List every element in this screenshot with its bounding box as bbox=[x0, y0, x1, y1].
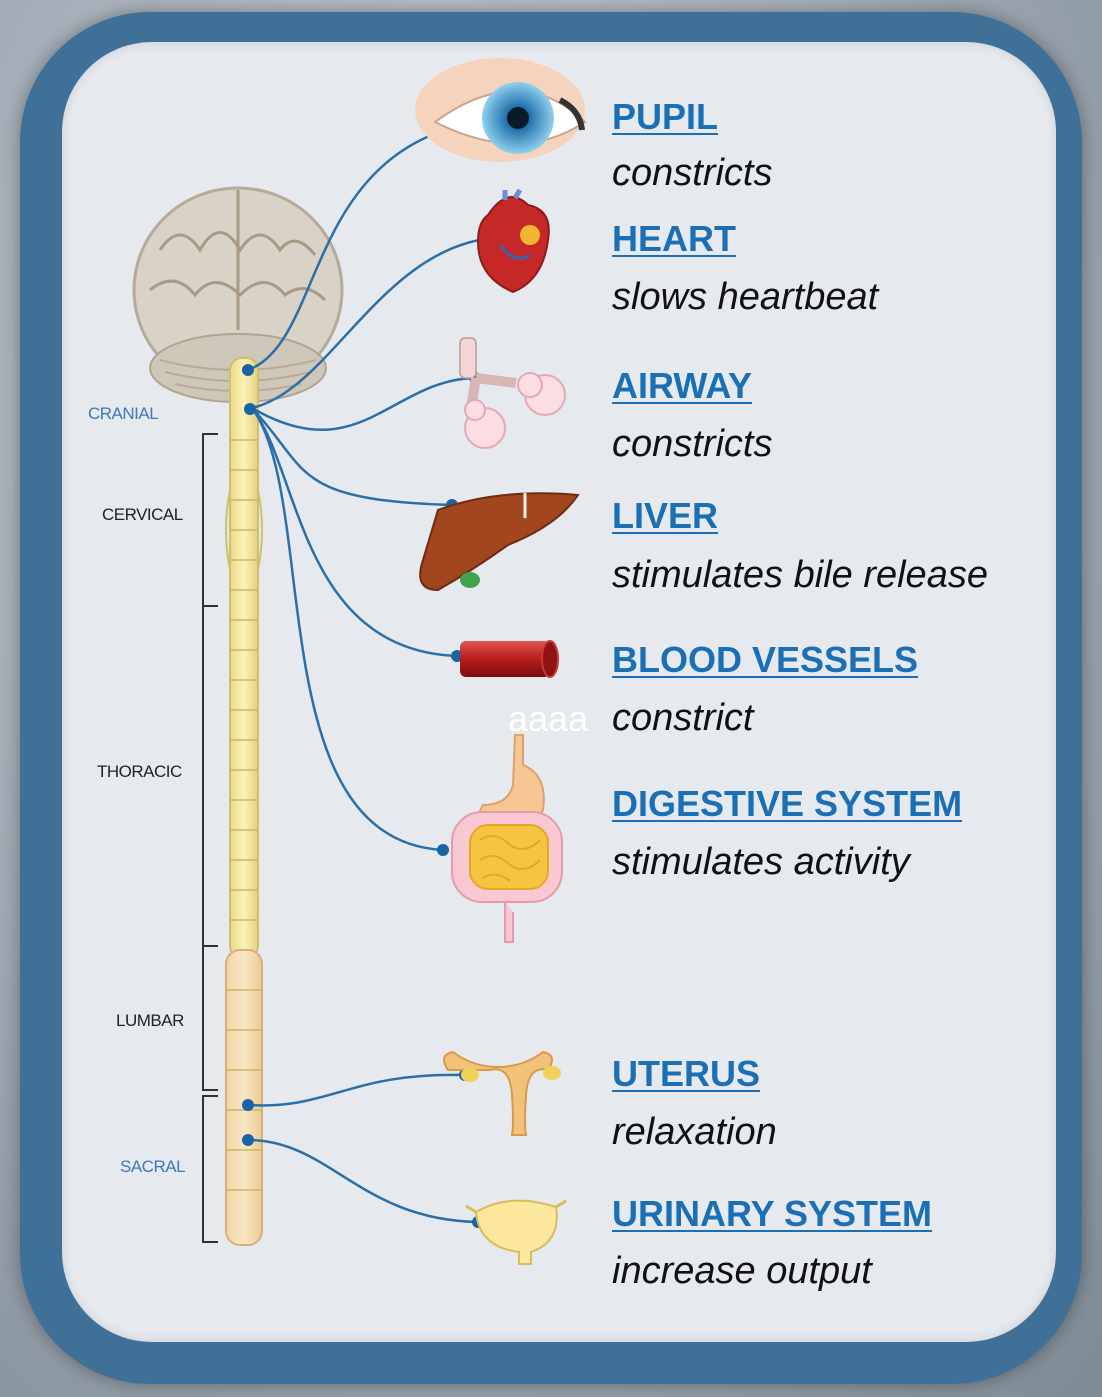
digestive-system-icon bbox=[452, 735, 562, 942]
region-label-thoracic: THORACIC bbox=[97, 762, 182, 782]
stray-text: aaaa bbox=[508, 698, 588, 740]
organ-title-urinary-system[interactable]: URINARY SYSTEM bbox=[612, 1193, 932, 1235]
organ-title-uterus[interactable]: UTERUS bbox=[612, 1053, 760, 1095]
organ-effect-digestive-system: stimulates activity bbox=[612, 841, 910, 884]
organ-effect-uterus: relaxation bbox=[612, 1111, 777, 1154]
region-brackets bbox=[203, 434, 218, 1242]
region-label-sacral: SACRAL bbox=[120, 1157, 185, 1177]
bladder-icon bbox=[466, 1201, 566, 1264]
blood-vessel-icon bbox=[460, 641, 558, 677]
organ-effect-heart: slows heartbeat bbox=[612, 276, 878, 319]
organ-effect-urinary-system: increase output bbox=[612, 1250, 872, 1293]
organ-title-liver[interactable]: LIVER bbox=[612, 495, 718, 537]
spinal-cord bbox=[226, 358, 262, 1245]
organ-title-digestive-system[interactable]: DIGESTIVE SYSTEM bbox=[612, 783, 962, 825]
organ-effect-liver: stimulates bile release bbox=[612, 554, 988, 597]
liver-icon bbox=[420, 493, 578, 590]
organ-title-heart[interactable]: HEART bbox=[612, 218, 736, 260]
region-label-cranial: CRANIAL bbox=[88, 404, 158, 424]
organ-effect-pupil: constricts bbox=[612, 152, 772, 195]
organ-effect-blood-vessels: constrict bbox=[612, 697, 753, 740]
region-label-lumbar: LUMBAR bbox=[116, 1011, 184, 1031]
region-label-cervical: CERVICAL bbox=[102, 505, 183, 525]
organ-effect-airway: constricts bbox=[612, 423, 772, 466]
organ-title-airway[interactable]: AIRWAY bbox=[612, 365, 752, 407]
eye-icon bbox=[415, 58, 585, 162]
heart-icon bbox=[478, 190, 549, 292]
lungs-icon bbox=[460, 338, 565, 448]
organ-title-blood-vessels[interactable]: BLOOD VESSELS bbox=[612, 639, 918, 681]
organ-title-pupil[interactable]: PUPIL bbox=[612, 96, 718, 138]
uterus-icon bbox=[444, 1052, 561, 1135]
